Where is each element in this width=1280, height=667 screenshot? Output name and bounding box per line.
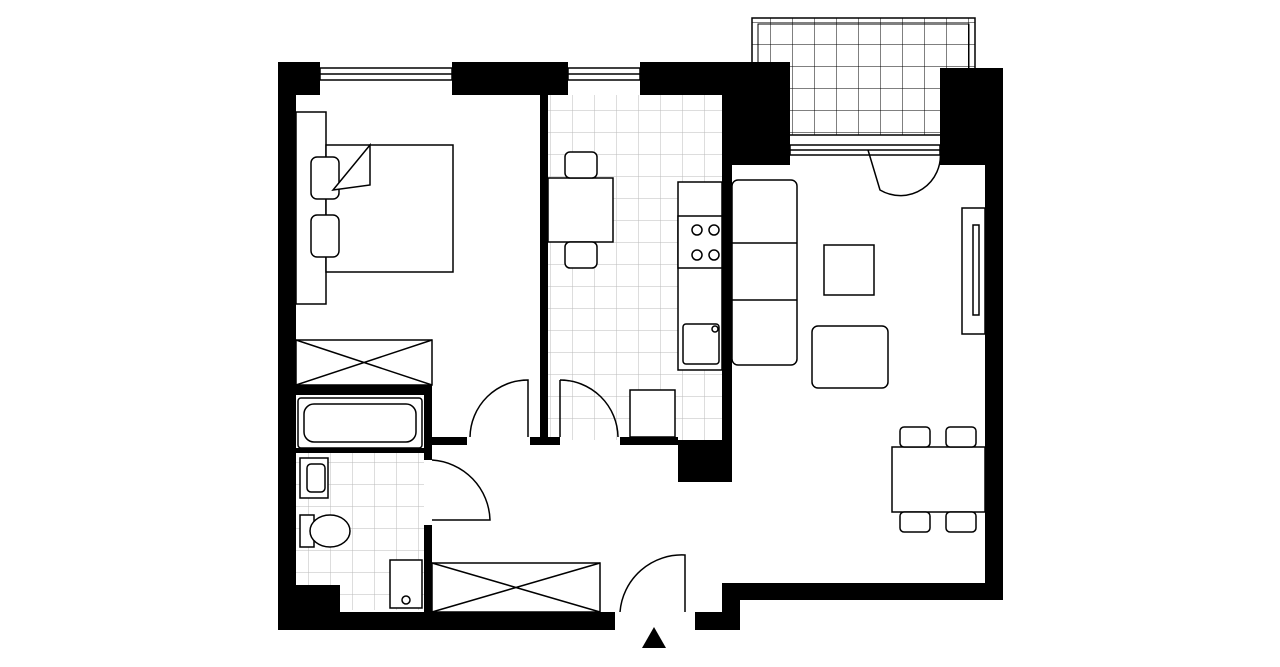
- bathroom-fixtures: [297, 397, 601, 613]
- bedroom-furniture: [295, 111, 454, 386]
- doors: [431, 149, 942, 613]
- entrance-arrow-icon: [642, 627, 666, 648]
- walls: [278, 62, 1003, 630]
- living-room-furniture: [731, 179, 986, 533]
- windows: [319, 67, 941, 156]
- kitchen-furniture: [547, 151, 723, 438]
